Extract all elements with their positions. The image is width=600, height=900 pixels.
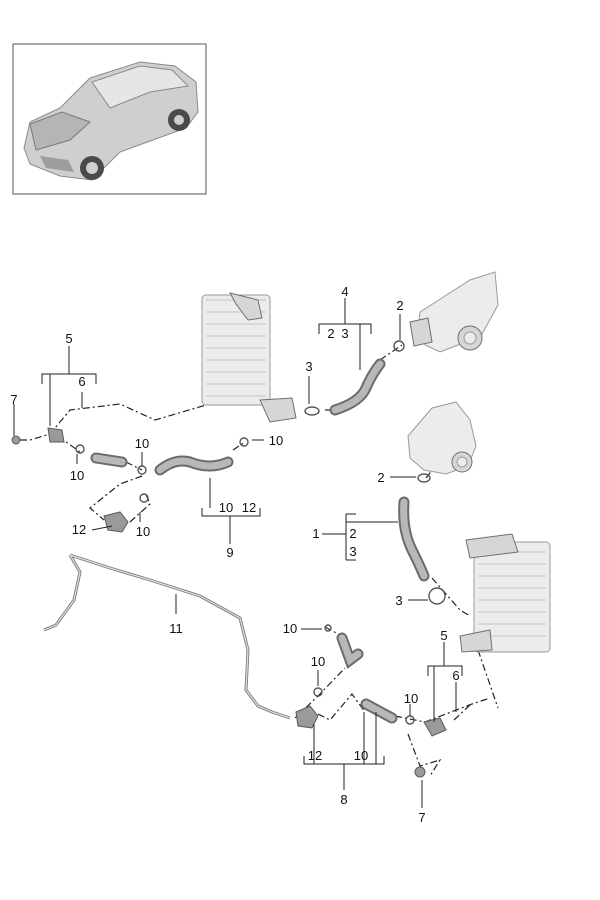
- car-thumbnail-icon: [23, 61, 199, 181]
- label-5-upper: 5: [65, 331, 72, 346]
- o-ring-3-upper: [304, 406, 320, 416]
- hose-8[interactable]: [360, 698, 415, 725]
- label-7-upper: 7: [10, 392, 17, 407]
- o-ring-2-middle: [417, 473, 431, 483]
- label-10-f: 10: [311, 654, 325, 669]
- hose-elbow-lower[interactable]: [313, 624, 364, 697]
- hose-upper-4[interactable]: [304, 340, 405, 416]
- valve-5-upper[interactable]: [47, 427, 85, 454]
- hose-short-left[interactable]: [90, 452, 147, 475]
- label-3-lower: 3: [395, 593, 402, 608]
- label-9: 9: [226, 545, 233, 560]
- label-4-sub-3: 3: [341, 326, 348, 341]
- label-9-sub-10: 10: [219, 500, 233, 515]
- label-6-lower: 6: [452, 668, 459, 683]
- label-5-lower: 5: [440, 628, 447, 643]
- o-ring-2-upper: [393, 340, 405, 352]
- clamp-10-a: [75, 444, 85, 454]
- clamp-10-f: [313, 687, 323, 697]
- label-8-sub-10: 10: [354, 748, 368, 763]
- valve-12-upper[interactable]: [103, 511, 129, 533]
- vehicle-thumbnail[interactable]: [12, 43, 207, 195]
- label-3-middle: 3: [305, 359, 312, 374]
- label-10-e: 10: [283, 621, 297, 636]
- hose-middle-1[interactable]: [398, 496, 446, 605]
- label-2-upper: 2: [396, 298, 403, 313]
- label-10-b: 10: [135, 436, 149, 451]
- label-7-lower: 7: [418, 810, 425, 825]
- label-10-c: 10: [136, 524, 150, 539]
- label-1: 1: [312, 526, 319, 541]
- label-4-sub-2: 2: [327, 326, 334, 341]
- turbocharger-upper[interactable]: [409, 271, 499, 353]
- label-10-a: 10: [70, 468, 84, 483]
- label-10-g: 10: [404, 691, 418, 706]
- intercooler-upper[interactable]: [201, 292, 297, 423]
- turbocharger-middle[interactable]: [407, 401, 477, 483]
- label-10-d: 10: [269, 433, 283, 448]
- label-8: 8: [340, 792, 347, 807]
- clamp-10-e: [324, 624, 332, 632]
- bolt-7-upper[interactable]: [11, 435, 21, 445]
- label-4: 4: [341, 284, 348, 299]
- label-9-sub-12: 12: [242, 500, 256, 515]
- label-12-upper: 12: [72, 522, 86, 537]
- clamp-10-d: [239, 437, 249, 447]
- leader-lines: [13, 298, 463, 808]
- label-6-upper: 6: [78, 374, 85, 389]
- clamp-10-c[interactable]: [139, 493, 149, 503]
- label-1-sub-2: 2: [349, 526, 356, 541]
- label-2-middle: 2: [377, 470, 384, 485]
- intercooler-lower[interactable]: [459, 533, 551, 653]
- o-ring-3-lower: [428, 587, 446, 605]
- label-8-sub-12: 12: [308, 748, 322, 763]
- bolt-7-lower[interactable]: [414, 766, 426, 778]
- valve-12-lower[interactable]: [295, 705, 319, 729]
- hose-9[interactable]: [154, 437, 249, 476]
- reference-labels: 5 6 7 10 10 10 10 12 10 12 9 4 2 3 2 3 2…: [10, 284, 459, 825]
- valve-5-lower[interactable]: [423, 717, 447, 737]
- label-11: 11: [169, 621, 183, 636]
- label-1-sub-3: 3: [349, 544, 356, 559]
- line-11[interactable]: [43, 553, 291, 720]
